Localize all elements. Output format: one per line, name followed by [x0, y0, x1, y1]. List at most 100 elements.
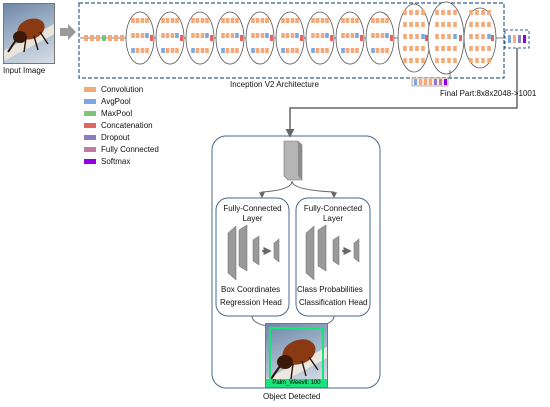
- feature-map-block: [283, 140, 303, 181]
- module-layer: [161, 18, 165, 23]
- legend-swatch: [84, 123, 96, 128]
- module-layer: [441, 46, 445, 51]
- module-layer: [380, 33, 385, 38]
- module-layer: [435, 10, 439, 15]
- module-layer: [311, 33, 315, 38]
- module-layer: [487, 58, 491, 63]
- module-layer: [320, 33, 325, 38]
- regression-head-subcaption: Regression Head: [220, 298, 282, 307]
- module-layer: [481, 34, 485, 39]
- module-layer: [435, 58, 439, 63]
- module-layer: [140, 48, 145, 53]
- module-layer: [230, 48, 235, 53]
- module-layer: [421, 22, 425, 27]
- module-layer: [325, 48, 329, 53]
- module-layer: [375, 33, 380, 38]
- module-layer: [469, 34, 473, 39]
- split-arrow-left: [259, 180, 293, 199]
- module-layer: [235, 33, 239, 38]
- module-layer: [447, 58, 451, 63]
- module-layer: [371, 33, 375, 38]
- module-layer: [281, 33, 285, 38]
- input-image-label: Input Image: [3, 66, 46, 75]
- module-layer: [409, 58, 413, 63]
- module-layer: [380, 18, 385, 23]
- module-layer: [487, 22, 491, 27]
- legend-swatch: [84, 135, 96, 140]
- module-layer: [421, 58, 425, 63]
- module-layer: [341, 48, 345, 53]
- module-layer: [255, 18, 260, 23]
- module-layer: [205, 48, 209, 53]
- module-layer: [325, 33, 329, 38]
- module-layer: [315, 48, 320, 53]
- module-layer: [341, 18, 345, 23]
- stem-layer: [84, 35, 88, 41]
- module-layer: [225, 33, 230, 38]
- module-layer: [161, 33, 165, 38]
- module-layer: [441, 22, 445, 27]
- module-layer: [251, 33, 255, 38]
- module-layer: [191, 33, 195, 38]
- module-layer: [285, 48, 290, 53]
- module-layer: [469, 46, 473, 51]
- module-layer: [441, 10, 445, 15]
- inception-module: [305, 11, 335, 65]
- concat-layer: [180, 35, 183, 41]
- stem-layer: [102, 35, 106, 41]
- module-layer: [345, 33, 350, 38]
- module-layer: [320, 18, 325, 23]
- module-layer: [225, 48, 230, 53]
- module-layer: [421, 34, 425, 39]
- classification-head-title: Fully-Connected Layer: [303, 204, 363, 223]
- concat-layer: [330, 35, 333, 41]
- module-layer: [475, 46, 479, 51]
- module-layer: [487, 34, 491, 39]
- module-layer: [453, 58, 457, 63]
- module-layer: [200, 48, 205, 53]
- module-layer: [191, 48, 195, 53]
- stem-layer: [90, 35, 94, 41]
- classification-fc-layers: [305, 224, 360, 281]
- module-layer: [325, 18, 329, 23]
- module-layer: [235, 48, 239, 53]
- module-layer: [170, 33, 175, 38]
- module-layer: [295, 33, 299, 38]
- final-part-box: [504, 29, 530, 49]
- legend-item-maxpool: MaxPool: [84, 108, 132, 119]
- inception-module: [335, 11, 365, 65]
- legend-swatch: [84, 147, 96, 152]
- concat-layer: [240, 35, 243, 41]
- module-layer: [403, 46, 407, 51]
- stem-layer: [114, 35, 118, 41]
- module-layer: [205, 18, 209, 23]
- module-layer: [409, 10, 413, 15]
- regression-head-caption: Box Coordinates: [221, 285, 281, 294]
- module-layer: [415, 46, 419, 51]
- module-layer: [265, 48, 269, 53]
- module-layer: [475, 58, 479, 63]
- module-layer: [295, 18, 299, 23]
- regression-fc-layers: [227, 224, 280, 281]
- module-layer: [205, 33, 209, 38]
- module-layer: [265, 18, 269, 23]
- module-layer: [409, 34, 413, 39]
- inception-module: [155, 11, 185, 65]
- module-layer: [403, 22, 407, 27]
- module-layer: [221, 33, 225, 38]
- stem-layer: [96, 35, 100, 41]
- module-layer: [320, 48, 325, 53]
- concat-layer: [425, 35, 428, 41]
- module-layer: [453, 10, 457, 15]
- module-layer: [435, 22, 439, 27]
- module-layer: [145, 48, 149, 53]
- module-layer: [441, 58, 445, 63]
- module-layer: [469, 58, 473, 63]
- weevil-photo: [4, 18, 54, 61]
- module-layer: [475, 22, 479, 27]
- module-layer: [371, 18, 375, 23]
- module-layer: [170, 48, 175, 53]
- module-layer: [435, 34, 439, 39]
- legend-item-concatenation: Concatenation: [84, 120, 153, 131]
